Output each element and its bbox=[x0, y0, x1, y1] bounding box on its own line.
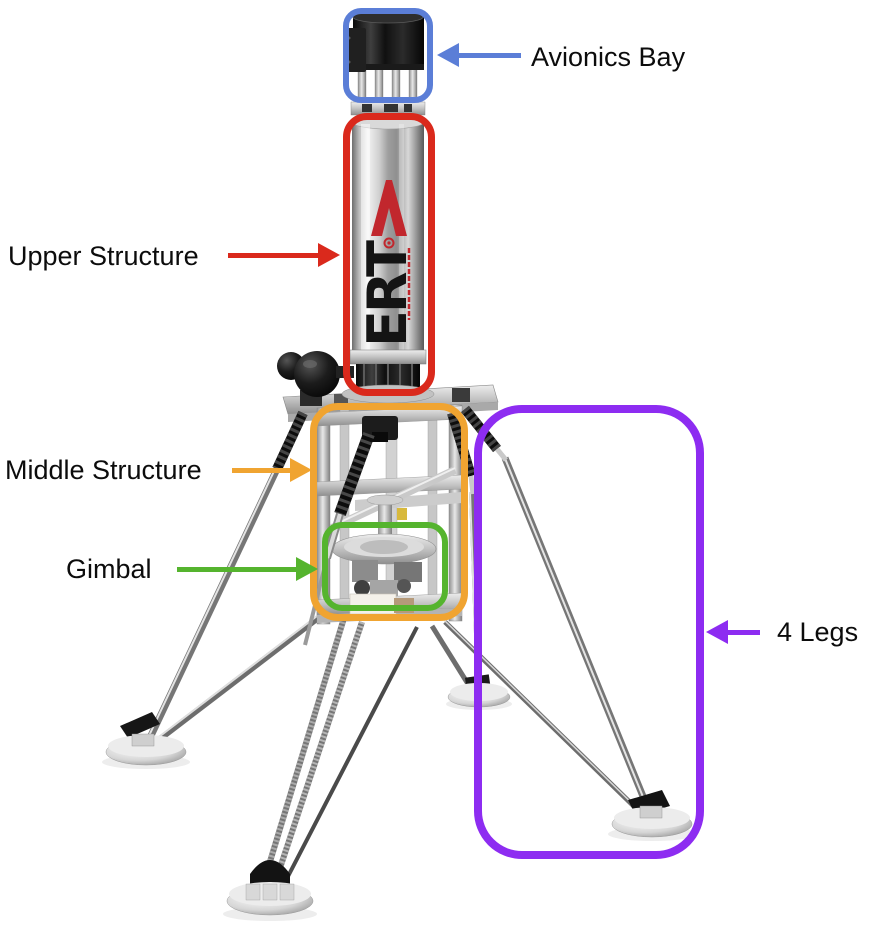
arrowhead-right-icon bbox=[296, 557, 318, 581]
arrowhead-left-icon bbox=[437, 43, 459, 67]
four-legs-box bbox=[474, 405, 704, 859]
upper-structure-label: Upper Structure bbox=[8, 241, 199, 271]
arrow-shaft bbox=[228, 252, 318, 258]
middle-structure-box bbox=[310, 403, 468, 621]
gimbal-box bbox=[322, 522, 448, 611]
arrow-shaft bbox=[232, 467, 290, 473]
arrowhead-left-icon bbox=[706, 620, 728, 644]
avionics-bay-arrow-icon bbox=[437, 43, 521, 67]
gimbal-arrow-icon bbox=[177, 557, 318, 581]
arrow-shaft bbox=[459, 52, 521, 58]
middle-structure-arrow-icon bbox=[232, 458, 312, 482]
avionics-bay-box bbox=[343, 8, 433, 103]
gimbal-assembly bbox=[331, 494, 437, 615]
four-legs-label: 4 Legs bbox=[777, 617, 859, 647]
ert-logo: ERT bbox=[356, 180, 419, 347]
leg-left bbox=[144, 466, 320, 748]
arrowhead-right-icon bbox=[318, 243, 340, 267]
upper-structure-arrow-icon bbox=[228, 243, 340, 267]
upper-structure-box bbox=[343, 113, 435, 396]
arrow-shaft bbox=[728, 629, 760, 635]
leg-front bbox=[259, 617, 419, 893]
arrowhead-right-icon bbox=[290, 458, 312, 482]
avionics-bay-label: Avionics Bay bbox=[531, 42, 686, 72]
middle-structure-label: Middle Structure bbox=[5, 455, 202, 485]
gimbal-label: Gimbal bbox=[66, 554, 152, 584]
four-legs-arrow-icon bbox=[706, 620, 760, 644]
arrow-shaft bbox=[177, 566, 296, 572]
